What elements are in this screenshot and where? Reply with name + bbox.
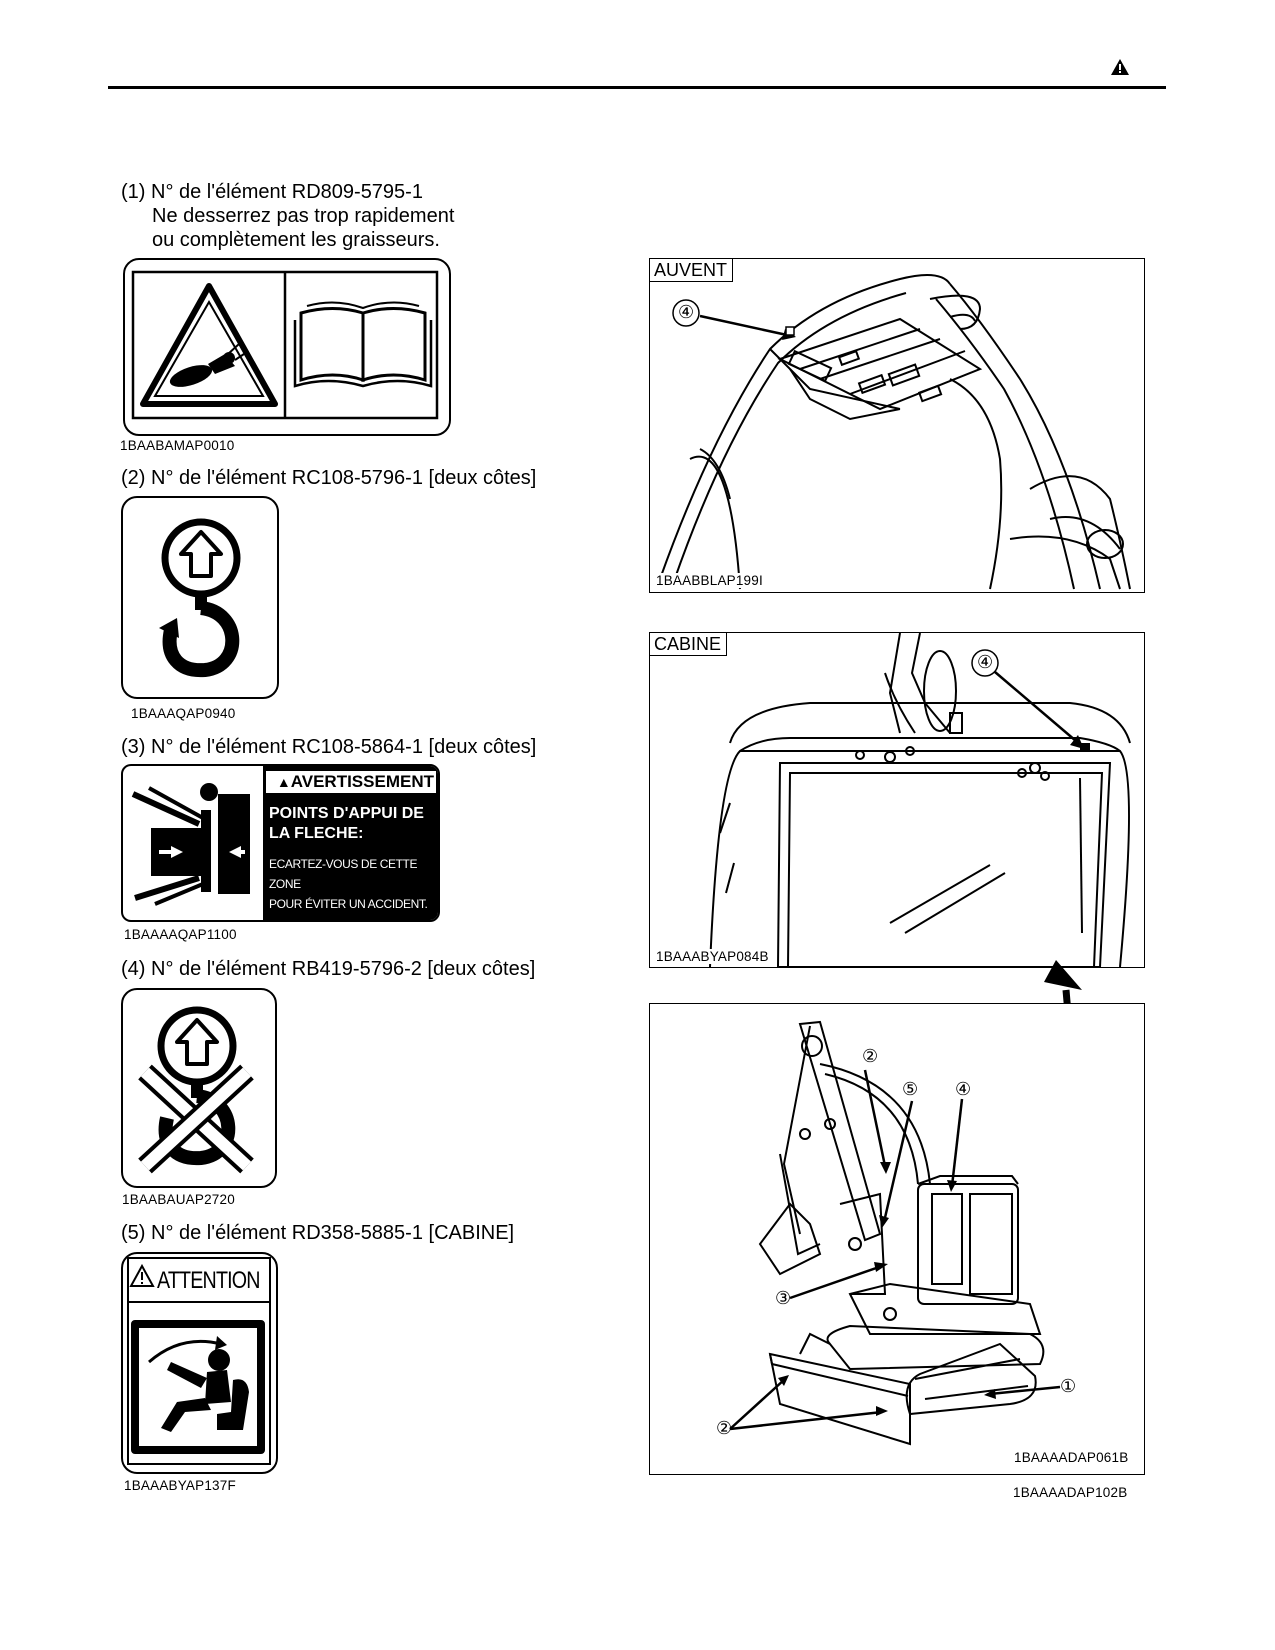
item-2-code: 1BAAAQAP0940: [131, 706, 236, 721]
canopy-drawing: [659, 274, 1131, 590]
item-5-caption: (5) N° de l'élément RD358-5885-1 [CABINE…: [121, 1222, 515, 1244]
crush-hazard-icon: [140, 283, 278, 407]
warning-body-line-1: ECARTEZ-VOUS DE CETTE ZONE: [269, 857, 418, 891]
cabine-callout-4: ④: [977, 652, 994, 672]
item-5-code: 1BAAABYAP137F: [124, 1478, 236, 1493]
warning-heading: POINTS D'APPUI DE LA FLECHE:: [269, 804, 424, 844]
decal-no-lift: [121, 988, 277, 1188]
machine-code-inner: 1BAAAADAP061B: [1014, 1450, 1129, 1465]
attention-title: ATTENTION: [157, 1267, 261, 1294]
item-4-caption: (4) N° de l'élément RB419-5796-2 [deux c…: [121, 958, 536, 980]
excavator-drawing: [729, 1020, 1061, 1446]
warning-body: ECARTEZ-VOUS DE CETTE ZONE POUR ÉVITER U…: [269, 854, 438, 914]
lifting-hook-icon: [159, 518, 241, 678]
machine-code-outer: 1BAAAADAP102B: [1013, 1485, 1128, 1500]
warning-triangle-icon: [1111, 59, 1129, 75]
item-3-caption: (3) N° de l'élément RC108-5864-1 [deux c…: [121, 736, 537, 758]
cabine-label: CABINE: [649, 632, 728, 656]
item-2-caption: (2) N° de l'élément RC108-5796-1 [deux c…: [121, 467, 537, 489]
warning-heading-line-2: LA FLECHE:: [269, 825, 364, 842]
auvent-callout-4: ④: [678, 302, 695, 322]
pinch-point-icon: [131, 783, 250, 906]
warning-body-line-2: POUR ÉVITER UN ACCIDENT.: [269, 897, 428, 911]
machine-callout-2-top: ②: [862, 1046, 879, 1066]
machine-callout-3: ③: [775, 1288, 792, 1308]
item-4-code: 1BAABAUAP2720: [122, 1192, 235, 1207]
item-1-caption-line-3: ou complètement les graisseurs.: [152, 229, 440, 251]
item-1-caption-line-2: Ne desserrez pas trop rapidement: [152, 205, 455, 227]
attention-triangle-icon: [129, 1263, 155, 1287]
auvent-label: AUVENT: [649, 258, 734, 282]
no-lifting-hook-icon: [138, 1006, 254, 1174]
warning-panel: ▲AVERTISSEMENT POINTS D'APPUI DE LA FLEC…: [263, 766, 438, 920]
item-1-code: 1BAABAMAP0010: [120, 438, 235, 453]
item-1-caption-line-1: (1) N° de l'élément RD809-5795-1: [121, 181, 423, 203]
decal-boom-pinch: ▲AVERTISSEMENT POINTS D'APPUI DE LA FLEC…: [121, 764, 440, 922]
decal-grease-fitting: [123, 258, 451, 436]
figure-auvent: ④ 1BAABBLAP199I: [649, 258, 1145, 593]
machine-callout-5: ⑤: [902, 1079, 919, 1099]
warning-title: ▲AVERTISSEMENT: [266, 771, 436, 793]
machine-callout-1: ①: [1060, 1376, 1077, 1396]
cabin-drawing: [709, 633, 1131, 967]
decal-lift-point: [121, 496, 279, 699]
figure-cabine: ④ 1BAAABYAP084B: [649, 632, 1145, 968]
auvent-code: 1BAABBLAP199I: [656, 573, 763, 588]
item-3-code: 1BAAAAQAP1100: [124, 927, 237, 942]
warning-heading-line-1: POINTS D'APPUI DE: [269, 805, 424, 822]
header-rule: [108, 86, 1166, 89]
machine-callout-4: ④: [955, 1079, 972, 1099]
warning-triangle-icon: ▲: [276, 774, 291, 790]
decal-cab-attention: ATTENTION: [121, 1252, 278, 1474]
operator-seat-icon: [148, 1336, 249, 1432]
manual-book-icon: [293, 301, 433, 388]
cabine-code: 1BAAABYAP084B: [656, 949, 769, 964]
warning-title-text: AVERTISSEMENT: [290, 772, 434, 791]
figure-machine: ② ⑤ ④ ③ ① ② 1BAAAADAP061B: [649, 1003, 1145, 1475]
machine-callout-2-bottom: ②: [716, 1418, 733, 1438]
